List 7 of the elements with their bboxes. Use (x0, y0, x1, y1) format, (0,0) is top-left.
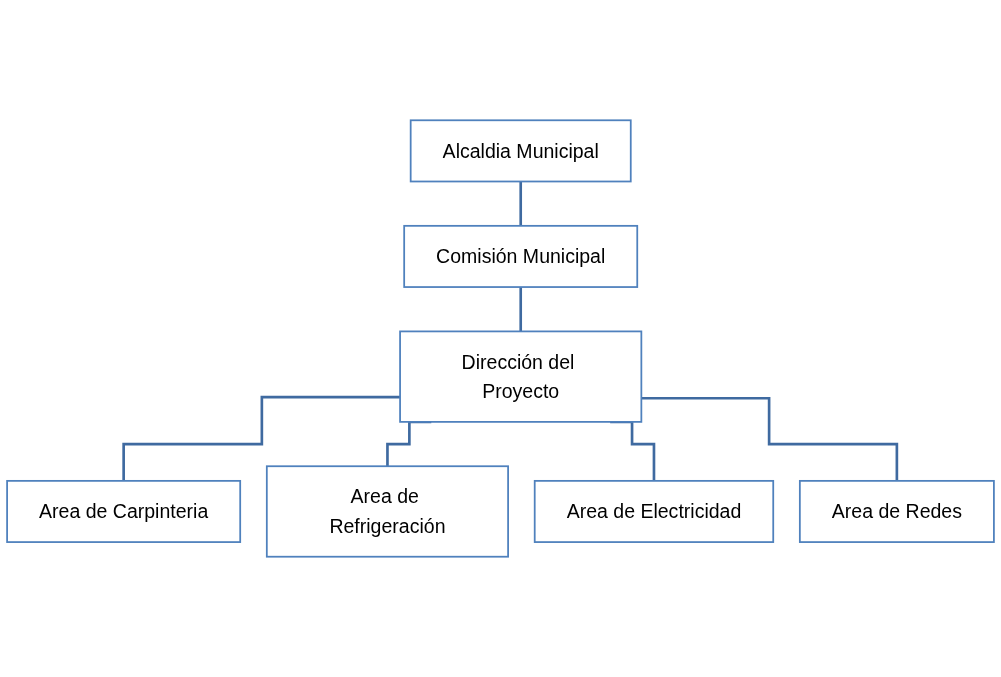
node-box: Area de Redes (798, 480, 995, 543)
node-box: Area de Refrigeración (265, 465, 509, 558)
node-box: Dirección del Proyecto (399, 330, 643, 423)
node-box: Area de Electricidad (533, 480, 775, 543)
node-box: Area de Carpinteria (6, 480, 242, 543)
node-box: Comisión Municipal (403, 224, 639, 288)
node-box: Alcaldia Municipal (409, 119, 632, 183)
